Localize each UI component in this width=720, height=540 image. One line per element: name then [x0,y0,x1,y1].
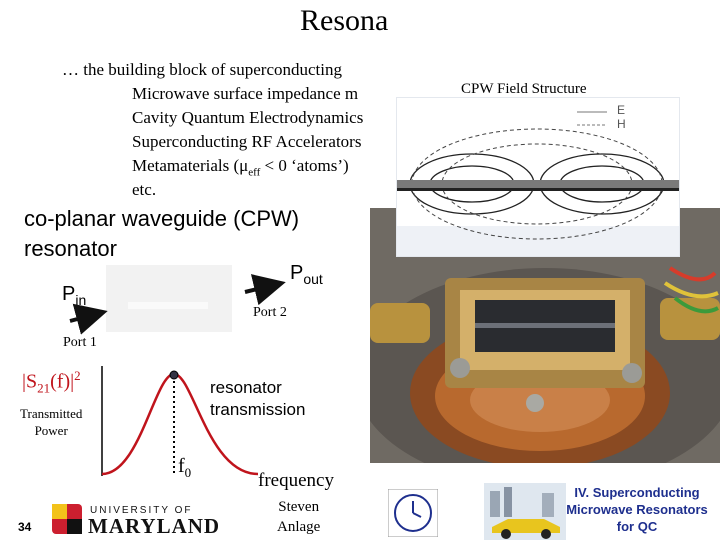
p-in-main: P [62,283,76,305]
f0-main: f [178,455,185,477]
bullet-4-text: Metamaterials (μ [132,156,249,175]
umd-line2: MARYLAND [88,514,220,536]
p-out-label: Pout [290,262,323,287]
section-line1: IV. Superconducting [574,485,700,500]
f0-sub: 0 [184,465,192,480]
cpw-field-title: CPW Field Structure [461,81,587,97]
annotation-line1: resonator [210,378,282,397]
y-axis-label-line1: Transmitted [20,406,83,421]
field-box-band [397,226,679,256]
y-axis-label: Transmitted Power [20,405,82,439]
clock-logo [388,489,438,537]
bullet-2: Cavity Quantum Electrodynamics [132,108,364,127]
speaker-last: Anlage [277,519,321,535]
port-2-label: Port 2 [253,305,287,320]
cpw-center-strip [128,302,208,309]
umd-line1: UNIVERSITY OF [90,505,193,516]
page-number: 34 [18,520,32,534]
race-car-image [484,483,566,540]
section-line2: Microwave Resonators [566,502,708,517]
port-1-label: Port 1 [63,335,97,350]
bullet-4-sub: eff [248,166,261,179]
p-out-sub: out [303,271,323,287]
cpw-device-image [106,265,232,332]
section-line3: for QC [616,519,658,534]
cpw-field-diagram: E H [396,97,680,257]
cpw-field-lines [397,111,679,240]
bullet-5: etc. [132,180,157,199]
cpw-heading-line2: resonator [24,236,117,261]
resonator-transmission-annotation: resonator transmission [210,377,305,421]
legend-e: E [617,103,626,117]
resonance-curve [101,366,259,476]
slide-title: Resona [300,4,389,37]
bullet-1: Microwave surface impedance m [132,84,359,103]
speaker-name: Steven Anlage [277,497,320,537]
x-axis-label: frequency [258,470,334,491]
s21-sub: 21 [37,380,51,396]
bullet-4: Metamaterials (μeff < 0 ‘atoms’) [132,154,349,184]
f0-label: f0 [178,455,191,481]
cpw-heading: co-planar waveguide (CPW) resonator [24,204,299,264]
y-axis-label-line2: Power [34,423,68,438]
s21-a: |S [22,370,38,393]
s21-label: |S21(f)|2 [22,368,81,397]
cpw-heading-line1: co-planar waveguide (CPW) [24,206,300,231]
bullet-4-tail: < 0 ‘atoms’) [260,156,349,175]
intro-text: … the building block of superconducting [62,60,342,79]
p-out-main: P [290,262,304,284]
p-in-label: Pin [62,283,86,308]
section-title: IV. Superconducting Microwave Resonators… [564,484,710,535]
umd-logo: UNIVERSITY OF MARYLAND [52,504,220,536]
s21-sup: 2 [74,368,81,383]
legend-h: H [617,117,626,131]
p-in-sub: in [75,292,87,308]
s21-b: (f)| [50,370,75,393]
speaker-first: Steven [278,499,320,515]
annotation-line2: transmission [210,400,306,419]
bullet-3: Superconducting RF Accelerators [132,132,362,151]
